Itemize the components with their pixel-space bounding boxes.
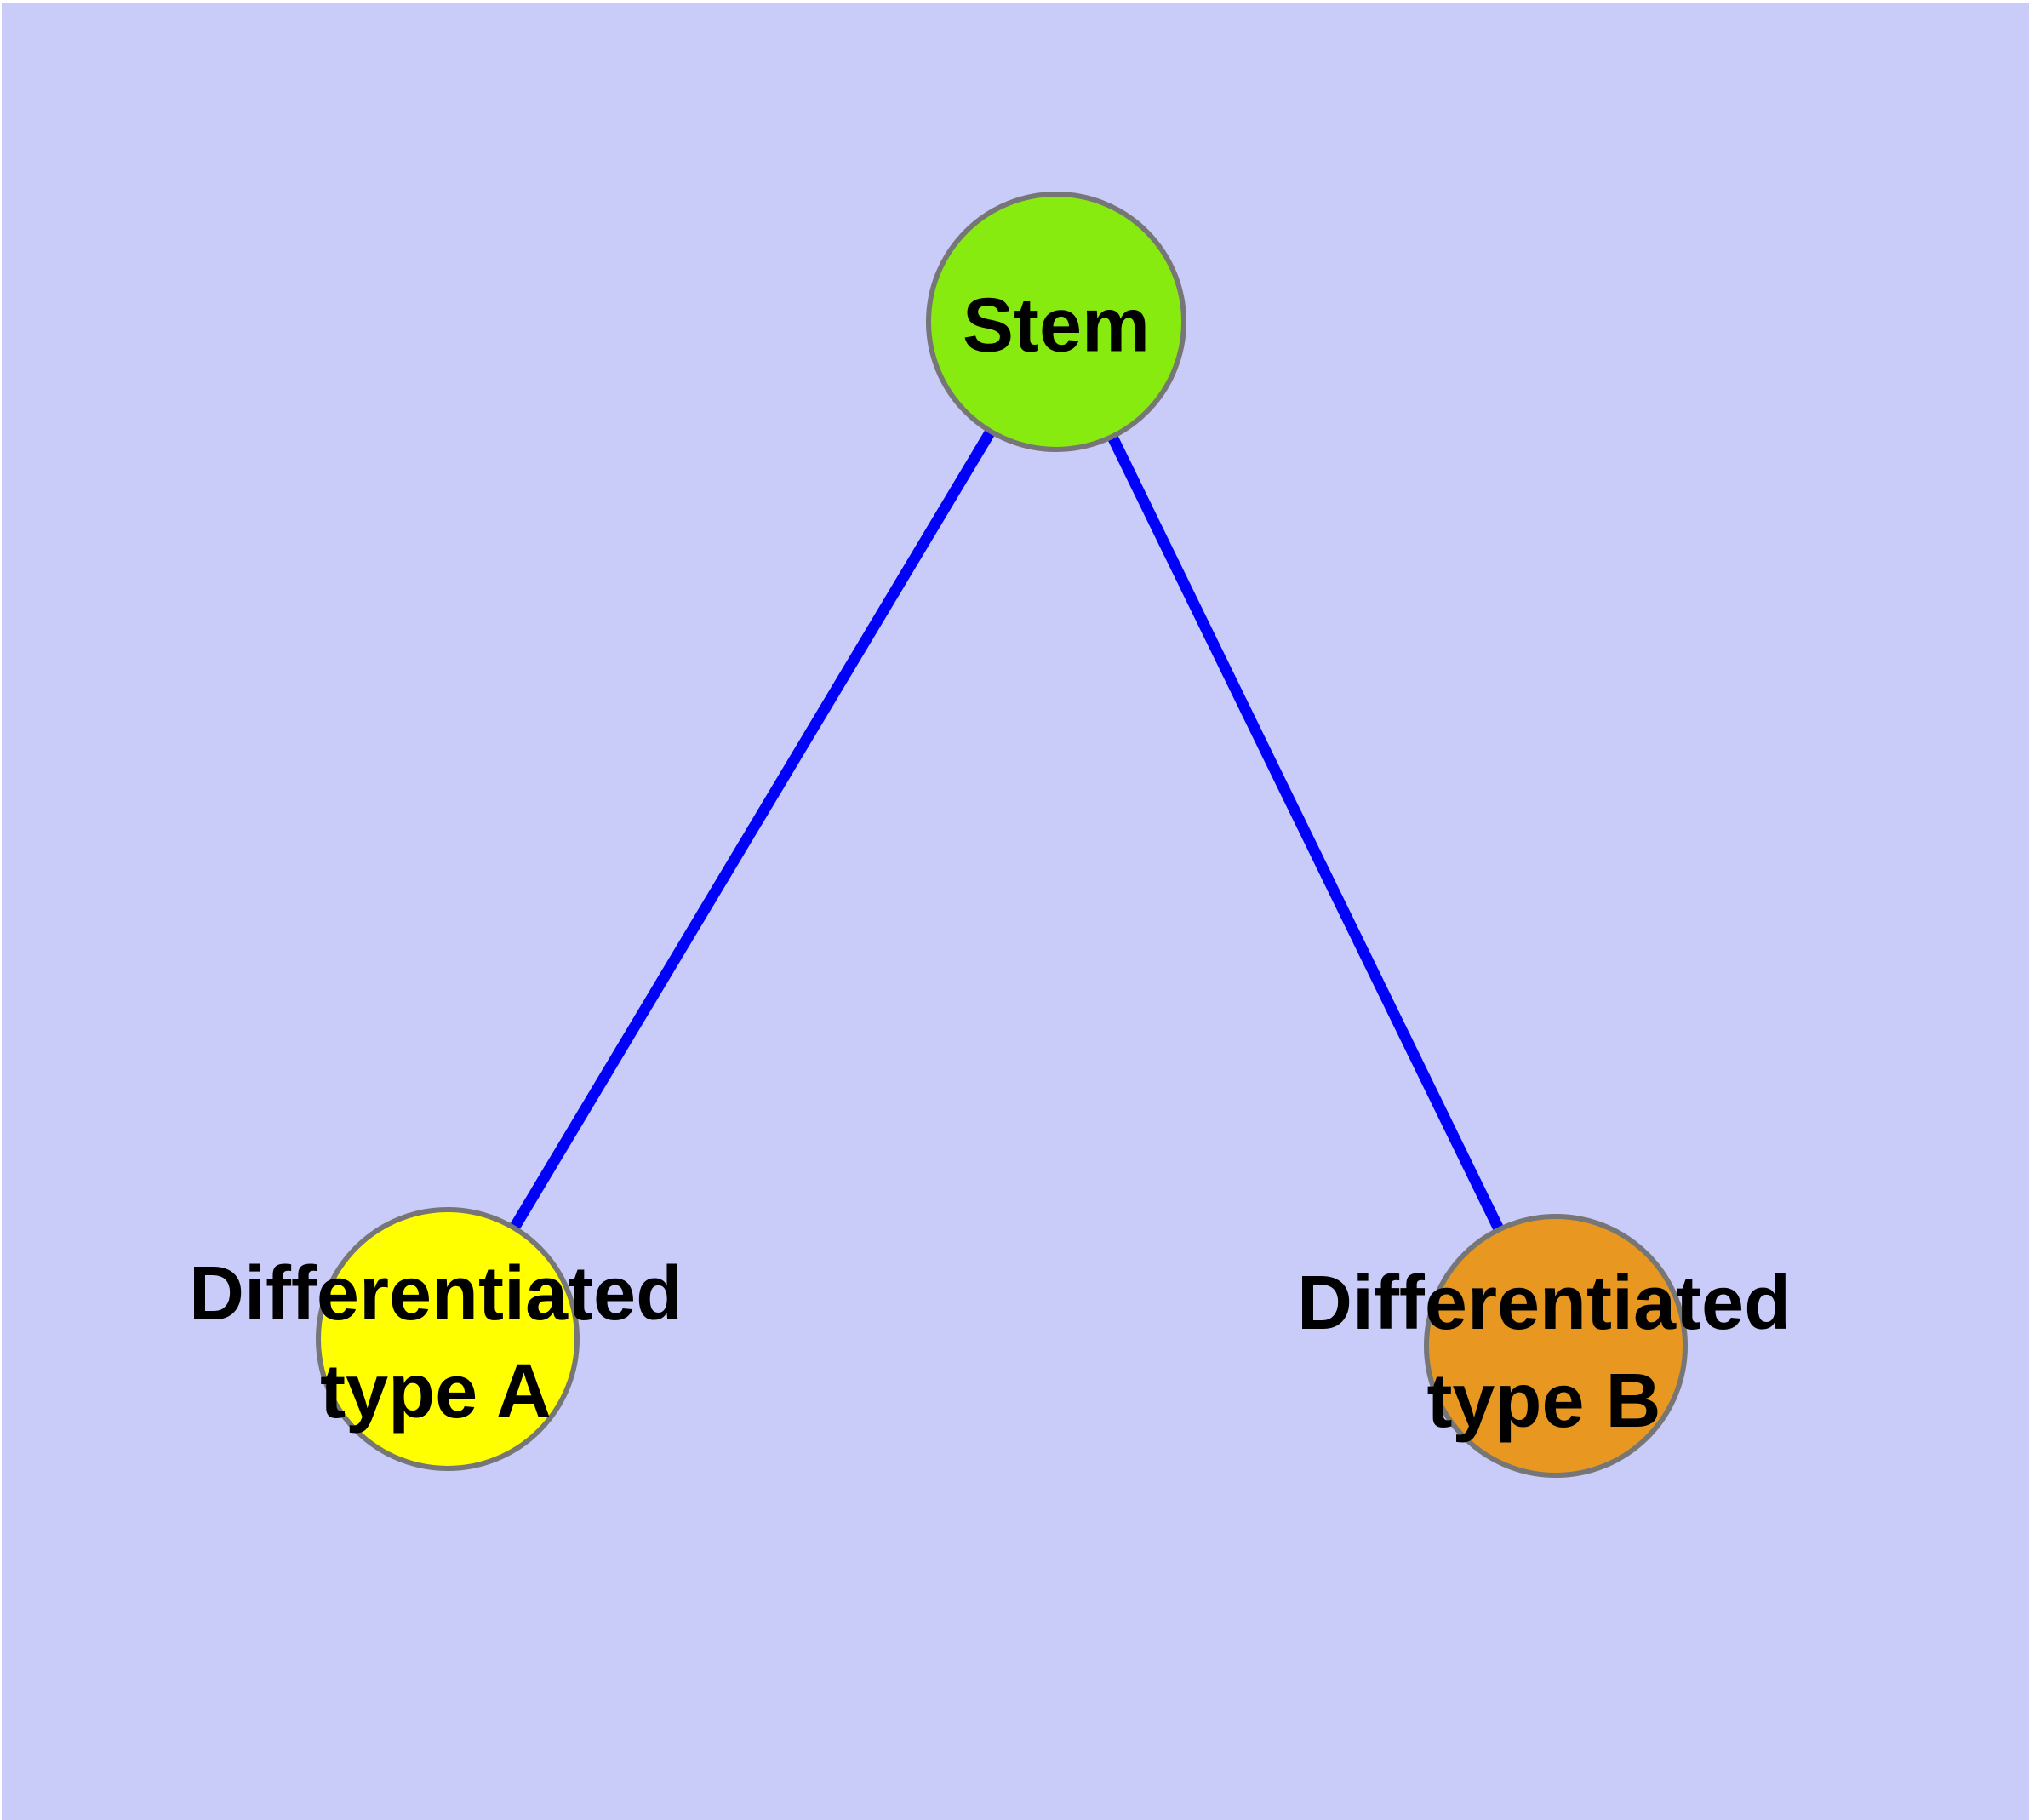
node-label-differentiated-type-b: Differentiated type B <box>1297 1255 1791 1451</box>
node-differentiated-type-b[interactable] <box>1424 1214 1688 1478</box>
node-label-stem: Stem <box>963 278 1150 375</box>
node-label-differentiated-type-a: Differentiated type A <box>189 1245 683 1441</box>
node-label-line: Differentiated <box>1296 1261 1792 1346</box>
node-stem[interactable] <box>926 192 1186 452</box>
edge-stem-differentiated-type-b[interactable] <box>1051 319 1561 1348</box>
node-label-line: type A <box>320 1349 552 1434</box>
node-label-line: Stem <box>962 283 1151 369</box>
node-label-line: Differentiated <box>188 1251 683 1336</box>
edge-stem-differentiated-type-a[interactable] <box>443 318 1061 1342</box>
node-differentiated-type-a[interactable] <box>316 1207 580 1471</box>
node-label-line: type B <box>1426 1359 1661 1444</box>
edges-layer <box>443 318 1561 1348</box>
